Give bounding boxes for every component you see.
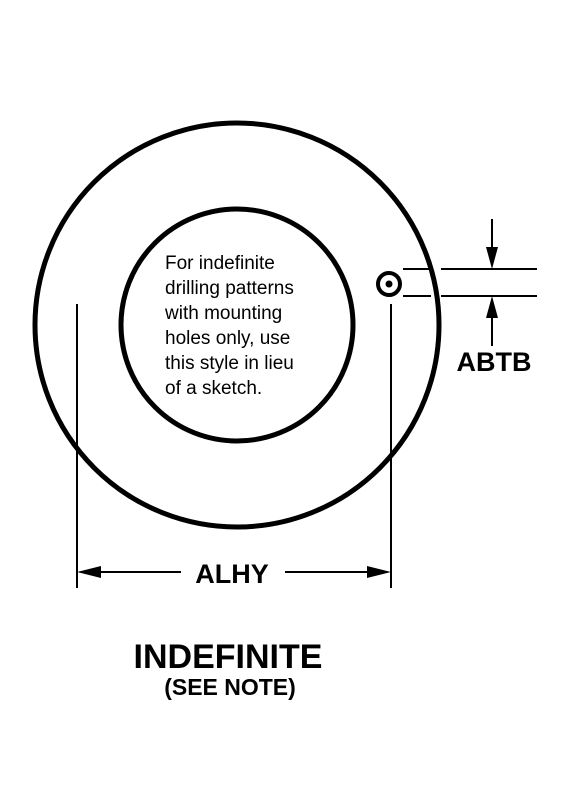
mounting-hole <box>376 271 402 297</box>
hole-size-dimension: ABTB <box>403 219 537 377</box>
hole-lower-arrowhead <box>486 296 498 318</box>
mounting-hole-center <box>385 280 393 288</box>
left-arrowhead <box>77 566 101 578</box>
diagram-subtitle: (SEE NOTE) <box>164 674 296 700</box>
note-line: of a sketch. <box>165 378 262 399</box>
hole-upper-arrowhead <box>486 247 498 269</box>
note-line: with mounting <box>164 303 282 324</box>
outer-circle <box>32 120 442 530</box>
drawing-note: For indefinite drilling patterns with mo… <box>164 253 294 399</box>
hole-size-label: ABTB <box>457 347 532 377</box>
right-arrowhead <box>367 566 391 578</box>
hole-spacing-dimension: ALHY <box>76 304 392 589</box>
note-line: For indefinite <box>165 253 275 274</box>
note-line: holes only, use <box>165 328 290 349</box>
note-line: drilling patterns <box>165 278 294 299</box>
hole-spacing-label: ALHY <box>195 559 269 589</box>
inner-circle <box>118 206 356 444</box>
diagram-title: INDEFINITE <box>134 638 323 676</box>
note-line: this style in lieu <box>165 353 294 374</box>
